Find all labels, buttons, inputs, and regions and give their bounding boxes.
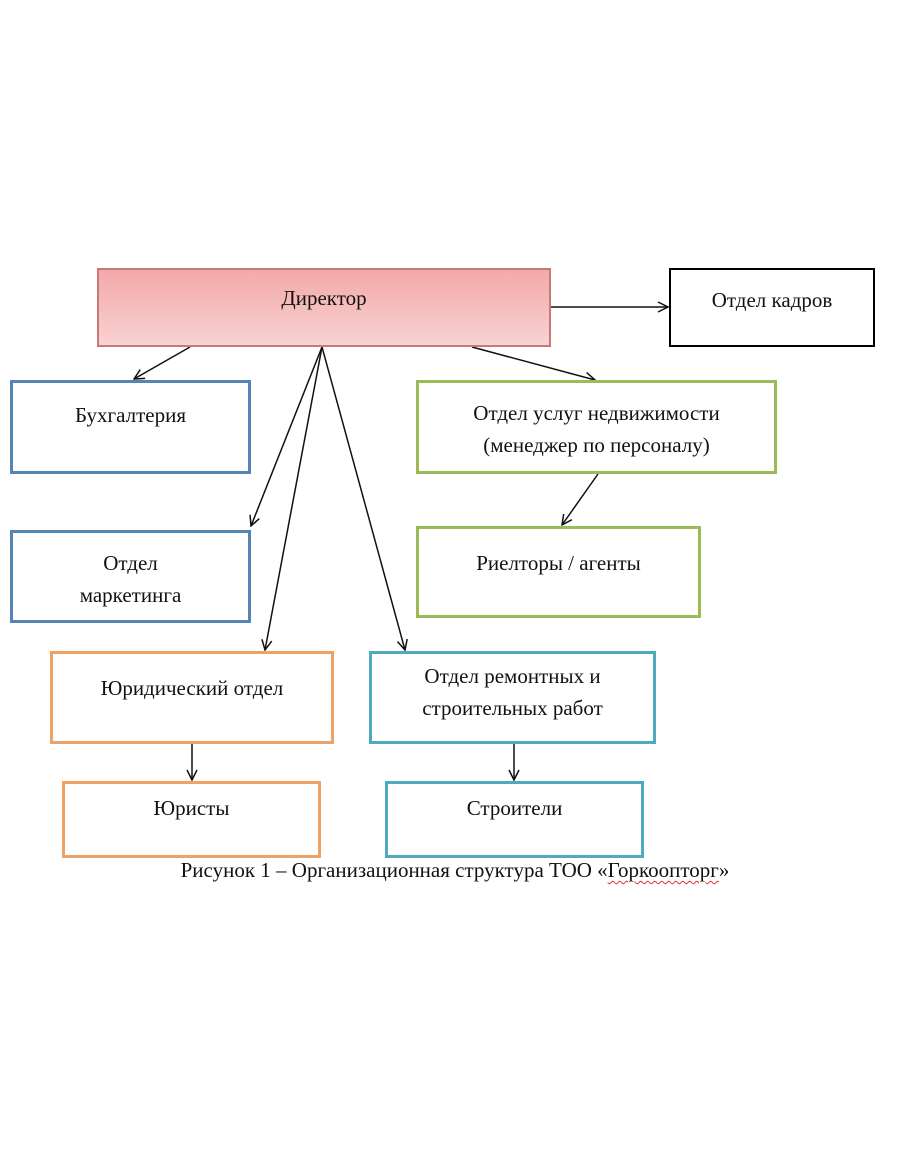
node-lawyers: Юристы (62, 781, 321, 858)
node-label: Юристы (153, 796, 230, 820)
arrow-director-legal (265, 346, 323, 650)
caption-suffix: » (718, 858, 730, 882)
arrow-director-construction (321, 346, 405, 650)
node-accounting: Бухгалтерия (10, 380, 251, 474)
node-construction: Отдел ремонтных и строительных работ (369, 651, 656, 744)
node-label: Бухгалтерия (74, 403, 187, 427)
node-hr: Отдел кадров (669, 268, 875, 347)
node-marketing: Отдел маркетинга (10, 530, 251, 623)
node-label: маркетинга (79, 583, 182, 607)
node-label: (менеджер по персоналу) (483, 433, 710, 457)
node-director: Директор (97, 268, 551, 347)
node-label: Отдел услуг недвижимости (473, 401, 720, 425)
node-label: Строители (466, 796, 563, 820)
arrow-realty-agents (562, 473, 599, 525)
node-label: Отдел (103, 551, 158, 575)
caption-company: Горкоопторг (607, 858, 719, 882)
node-label: Юридический отдел (100, 676, 284, 700)
node-legal: Юридический отдел (50, 651, 334, 744)
node-label: Отдел ремонтных и (424, 664, 601, 688)
node-label: строительных работ (422, 696, 603, 720)
caption-text: Рисунок 1 – Организационная структура ТО… (180, 858, 608, 882)
figure-caption: Рисунок 1 – Организационная структура ТО… (0, 858, 910, 883)
arrow-director-marketing (251, 346, 323, 526)
arrow-director-realty (471, 346, 595, 380)
node-label: Директор (281, 286, 367, 310)
node-label: Отдел кадров (711, 288, 833, 312)
node-label: Риелторы / агенты (476, 551, 641, 575)
node-realty-services: Отдел услуг недвижимости (менеджер по пер… (416, 380, 777, 474)
arrow-director-accounting (134, 346, 191, 379)
node-builders: Строители (385, 781, 644, 858)
node-agents: Риелторы / агенты (416, 526, 701, 618)
